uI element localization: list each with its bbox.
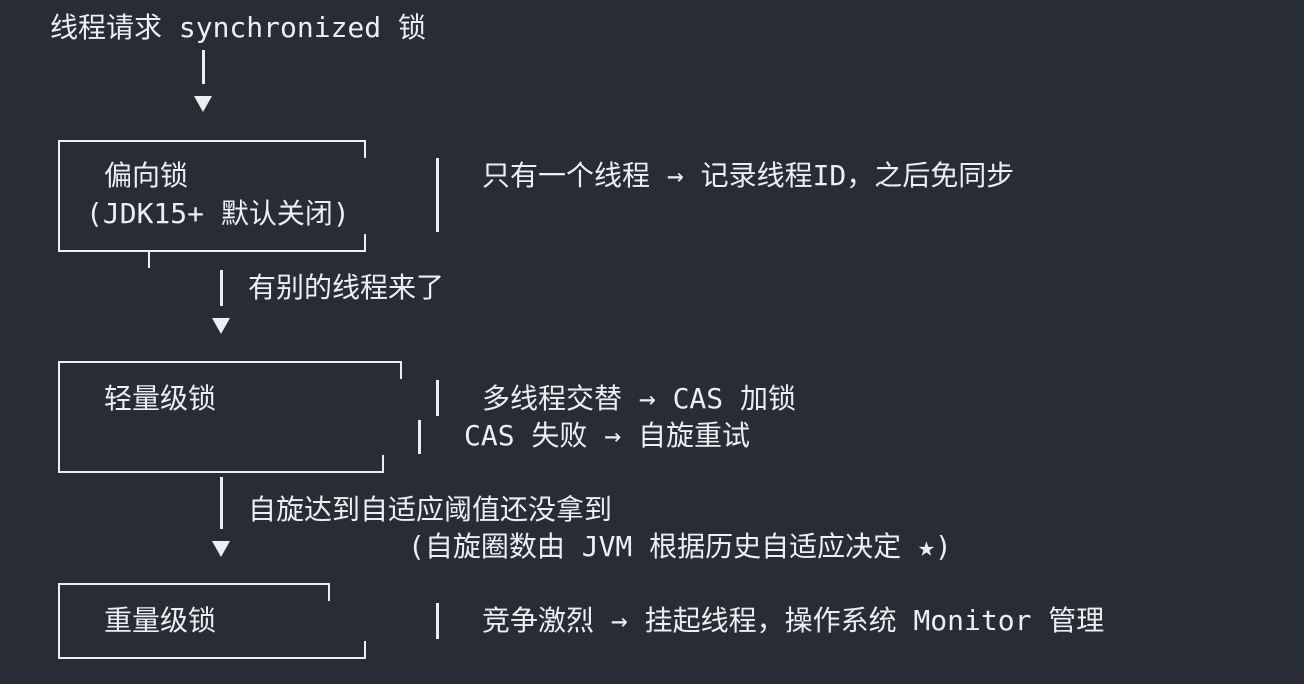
transition-label: 自旋达到自适应阈值还没拿到	[248, 493, 613, 526]
box-edge	[58, 657, 366, 659]
box-edge	[58, 361, 402, 363]
box-edge	[58, 583, 60, 659]
stage-name: 重量级锁	[104, 604, 217, 637]
stage-name: 轻量级锁	[104, 382, 217, 415]
stage-note: 多线程交替 → CAS 加锁	[482, 382, 797, 415]
box-edge	[58, 361, 60, 473]
connector-line-3	[220, 477, 223, 529]
note-separator	[436, 158, 439, 232]
box-edge	[58, 583, 330, 585]
box-edge	[328, 583, 330, 601]
connector-line-2	[220, 270, 223, 306]
note-separator	[418, 420, 421, 454]
down-arrow-icon	[212, 541, 230, 557]
box-edge	[58, 250, 366, 252]
note-separator	[436, 603, 439, 639]
stage-subtitle: (JDK15+ 默认关闭)	[86, 197, 350, 230]
transition-detail: (自旋圈数由 JVM 根据历史自适应决定 ★)	[408, 530, 952, 563]
connector-line-1	[202, 50, 205, 84]
diagram-title: 线程请求 synchronized 锁	[50, 11, 427, 44]
box-edge	[58, 140, 366, 142]
box-edge	[382, 455, 384, 473]
transition-label: 有别的线程来了	[248, 271, 445, 304]
box-edge	[364, 234, 366, 252]
box-edge	[364, 140, 366, 158]
box-edge	[148, 250, 150, 268]
box-edge	[364, 641, 366, 659]
box-edge	[400, 361, 402, 379]
stage-note: 只有一个线程 → 记录线程ID，之后免同步	[482, 159, 1015, 192]
box-edge	[58, 140, 60, 252]
stage-note: 竞争激烈 → 挂起线程，操作系统 Monitor 管理	[482, 604, 1105, 637]
down-arrow-icon	[194, 96, 212, 112]
down-arrow-icon	[212, 318, 230, 334]
note-separator	[436, 380, 439, 416]
stage-name: 偏向锁	[104, 159, 189, 192]
box-edge	[58, 471, 384, 473]
stage-note: CAS 失败 → 自旋重试	[464, 419, 751, 452]
